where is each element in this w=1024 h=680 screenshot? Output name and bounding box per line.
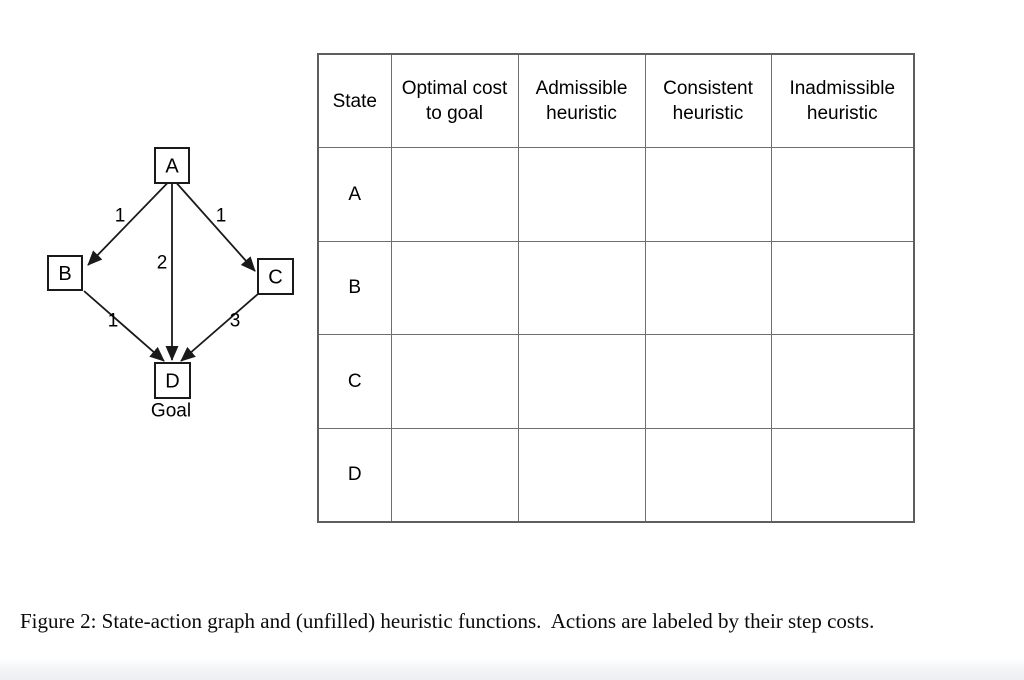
edge-a-b-cost: 1 [115, 206, 126, 227]
row-label-c: C [317, 334, 392, 429]
cell-a-optimal [390, 147, 519, 242]
state-action-graph: 1 1 2 1 3 A B C D Goal [47, 147, 294, 422]
edge-a-d-cost: 2 [157, 253, 168, 274]
heuristic-table: State Optimal cost to goal Admissible he… [317, 53, 915, 523]
cell-b-admissible [517, 240, 646, 336]
cell-b-inadmissible [770, 240, 915, 336]
cell-a-inadmissible [770, 147, 915, 242]
header-optimal-cost: Optimal cost to goal [390, 53, 519, 149]
table-row-d: D [317, 427, 915, 523]
edge-a-to-b [87, 182, 168, 266]
cell-d-inadmissible [770, 427, 915, 523]
edge-a-to-c [176, 182, 256, 272]
figure-caption: Figure 2: State-action graph and (unfill… [20, 609, 875, 633]
row-label-a: A [317, 147, 392, 242]
edge-b-to-d [83, 290, 165, 362]
node-a-label: A [165, 156, 179, 178]
table-row-b: B [317, 240, 915, 336]
node-c-box [257, 258, 294, 295]
header-consistent-heuristic: Consistent heuristic [644, 53, 772, 149]
node-b-box [47, 255, 83, 291]
edge-a-c-cost: 1 [216, 206, 227, 227]
edge-c-to-d [180, 293, 259, 362]
cell-c-admissible [517, 334, 646, 429]
cell-d-consistent [644, 427, 772, 523]
cell-c-consistent [644, 334, 772, 429]
table-row-c: C [317, 334, 915, 429]
node-b-label: B [58, 263, 71, 285]
cell-b-consistent [644, 240, 772, 336]
node-c-label: C [268, 267, 282, 289]
row-label-b: B [317, 240, 392, 336]
cell-d-optimal [390, 427, 519, 523]
node-d-box [154, 362, 191, 399]
node-a-box [154, 147, 190, 184]
cell-d-admissible [517, 427, 646, 523]
header-row: State Optimal cost to goal Admissible he… [317, 53, 915, 149]
edge-c-d-cost: 3 [230, 311, 241, 332]
header-admissible-heuristic: Admissible heuristic [517, 53, 646, 149]
cell-c-optimal [390, 334, 519, 429]
cell-a-consistent [644, 147, 772, 242]
row-label-d: D [317, 427, 392, 523]
edge-b-d-cost: 1 [108, 311, 119, 332]
cell-a-admissible [517, 147, 646, 242]
cell-c-inadmissible [770, 334, 915, 429]
header-inadmissible-heuristic: Inadmissible heuristic [770, 53, 915, 149]
page-bottom-gradient [0, 658, 1024, 680]
goal-label: Goal [151, 401, 191, 422]
cell-b-optimal [390, 240, 519, 336]
header-state: State [317, 53, 392, 149]
table-row-a: A [317, 147, 915, 242]
node-d-label: D [165, 371, 179, 393]
